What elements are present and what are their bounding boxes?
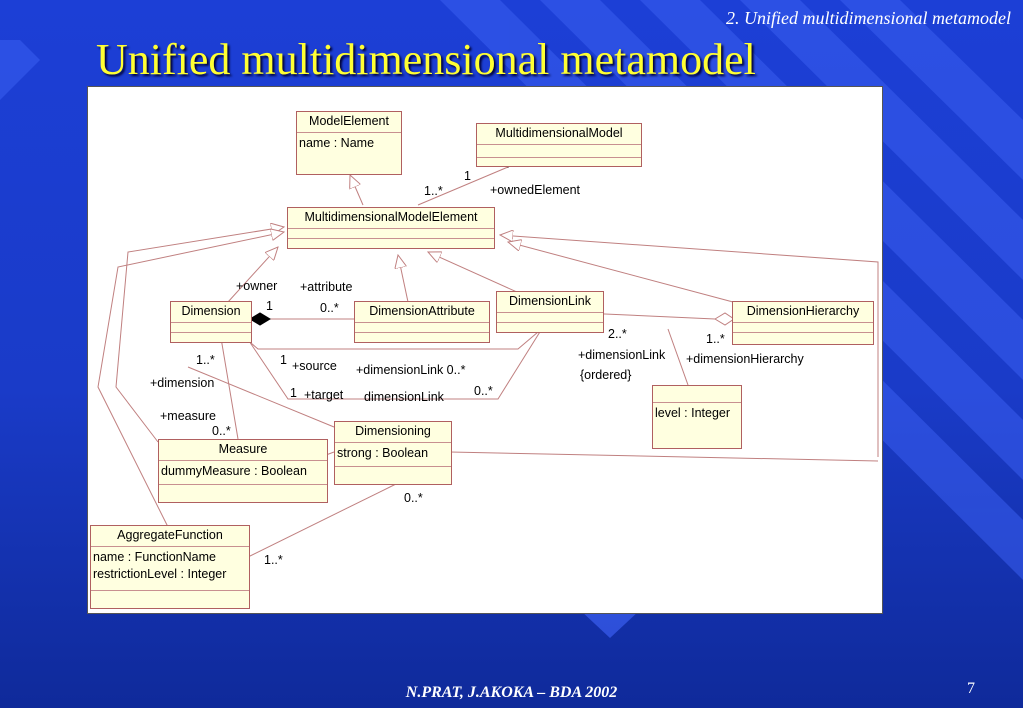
role-owner: +owner bbox=[236, 279, 278, 293]
class-dimension-attribute: DimensionAttribute bbox=[354, 301, 490, 343]
role-attribute: +attribute bbox=[300, 280, 353, 294]
class-dimension-hierarchy: DimensionHierarchy bbox=[732, 301, 874, 345]
gen-dimensioning bbox=[500, 235, 879, 457]
gen-mme-to-modelelement bbox=[350, 175, 364, 206]
role-dimension-link-source: +dimensionLink 0..* bbox=[356, 363, 466, 377]
class-model-element: ModelElement name : Name bbox=[296, 111, 402, 175]
mult-elements-one-many: 1..* bbox=[424, 184, 443, 198]
mult-owner-one: 1 bbox=[266, 299, 273, 313]
class-measure: Measure dummyMeasure : Boolean bbox=[158, 439, 328, 503]
mult-aggregate-one-many: 1..* bbox=[264, 553, 283, 567]
mult-attribute-zero-many: 0..* bbox=[320, 301, 339, 315]
class-multidimensional-model-element: MultidimensionalModelElement bbox=[287, 207, 495, 249]
mult-target-one: 1 bbox=[290, 386, 297, 400]
gen-measure bbox=[115, 227, 284, 443]
mult-hierarchy-one-many: 1..* bbox=[706, 332, 725, 346]
mult-measure-zero-many: 0..* bbox=[212, 424, 231, 438]
slide-title: Unified multidimensional metamodel bbox=[96, 35, 756, 84]
constraint-ordered: {ordered} bbox=[580, 368, 632, 382]
class-dimension: Dimension bbox=[170, 301, 252, 343]
uml-diagram-panel: ModelElement name : Name Multidimensiona… bbox=[87, 86, 883, 614]
gen-dimension bbox=[227, 247, 278, 303]
gen-dimension-link bbox=[428, 252, 529, 298]
class-multidimensional-model: MultidimensionalModel bbox=[476, 123, 642, 167]
role-dimension-hierarchy: +dimensionHierarchy bbox=[686, 352, 804, 366]
class-level: level : Integer bbox=[652, 385, 742, 449]
role-dimension-link-hierarchy: +dimensionLink bbox=[578, 348, 666, 362]
assoc-level bbox=[667, 328, 689, 386]
role-dimension: +dimension bbox=[150, 376, 215, 390]
gen-dimension-hierarchy bbox=[508, 242, 734, 303]
mult-dimensioning-zero-many: 0..* bbox=[404, 491, 423, 505]
mult-target-zero-many: 0..* bbox=[474, 384, 493, 398]
assoc-dimensioning-hierarchy bbox=[449, 451, 879, 462]
role-target: +target bbox=[304, 388, 344, 402]
footer-credit: N.PRAT, J.AKOKA – BDA 2002 bbox=[405, 684, 618, 701]
class-aggregate-function: AggregateFunction name : FunctionName re… bbox=[90, 525, 250, 609]
composition-model-element bbox=[417, 166, 509, 206]
gen-dimension-attribute bbox=[398, 255, 409, 303]
role-owned-element: +ownedElement bbox=[490, 183, 580, 197]
assoc-dimensioning-aggfn bbox=[247, 482, 399, 558]
gen-aggregate-function bbox=[97, 232, 284, 528]
assoc-link-hierarchy bbox=[581, 312, 716, 320]
mult-two-many: 2..* bbox=[608, 327, 627, 341]
section-header: 2. Unified multidimensional metamodel bbox=[726, 8, 1011, 28]
assoc-target bbox=[242, 326, 544, 400]
class-dimensioning: Dimensioning strong : Boolean bbox=[334, 421, 452, 485]
page-number: 7 bbox=[967, 680, 975, 697]
mult-source-one: 1 bbox=[280, 353, 287, 367]
role-measure: +measure bbox=[160, 409, 216, 423]
role-source: +source bbox=[292, 359, 337, 373]
mult-model-one: 1 bbox=[464, 169, 471, 183]
owner-diamond bbox=[249, 312, 271, 326]
class-dimension-link: DimensionLink bbox=[496, 291, 604, 333]
mult-dimension-one-many: 1..* bbox=[196, 353, 215, 367]
assoc-dimension-measure bbox=[219, 331, 239, 440]
assoc-dimension-dimensioning bbox=[187, 366, 335, 428]
role-dimension-link-target: dimensionLink bbox=[364, 390, 444, 404]
